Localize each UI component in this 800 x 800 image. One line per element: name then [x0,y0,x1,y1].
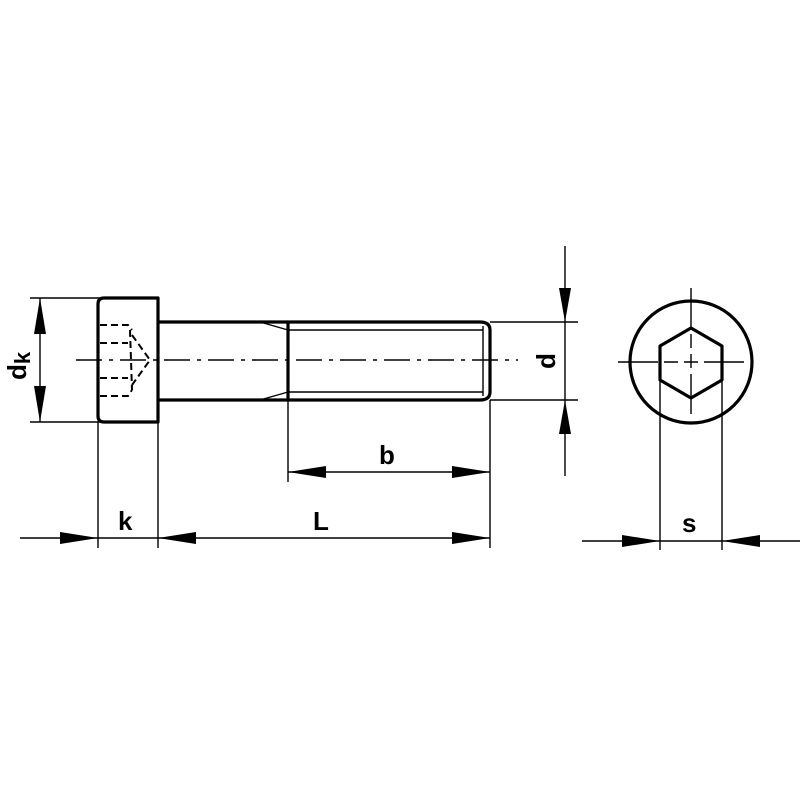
socket-hidden-lines [100,324,152,397]
thread-runout [259,321,289,401]
d-dimension [490,246,578,476]
b-label: b [379,440,395,470]
dk-label-sub: k [10,351,35,365]
dk-label-main: d [2,364,32,380]
thread-outline [286,320,492,402]
l-dimension [158,532,490,544]
d-label: d [530,353,561,369]
s-dimension [582,380,800,550]
dk-dimension [30,297,158,423]
thread-root-lines [288,326,484,396]
k-dimension [20,532,158,544]
side-view [76,296,518,424]
dk-label: dk [2,340,35,380]
end-view [618,288,765,436]
shank-outline [158,320,288,402]
l-label: L [313,506,329,536]
s-label: s [682,508,697,538]
k-label: k [118,506,133,536]
b-dimension [288,466,490,478]
